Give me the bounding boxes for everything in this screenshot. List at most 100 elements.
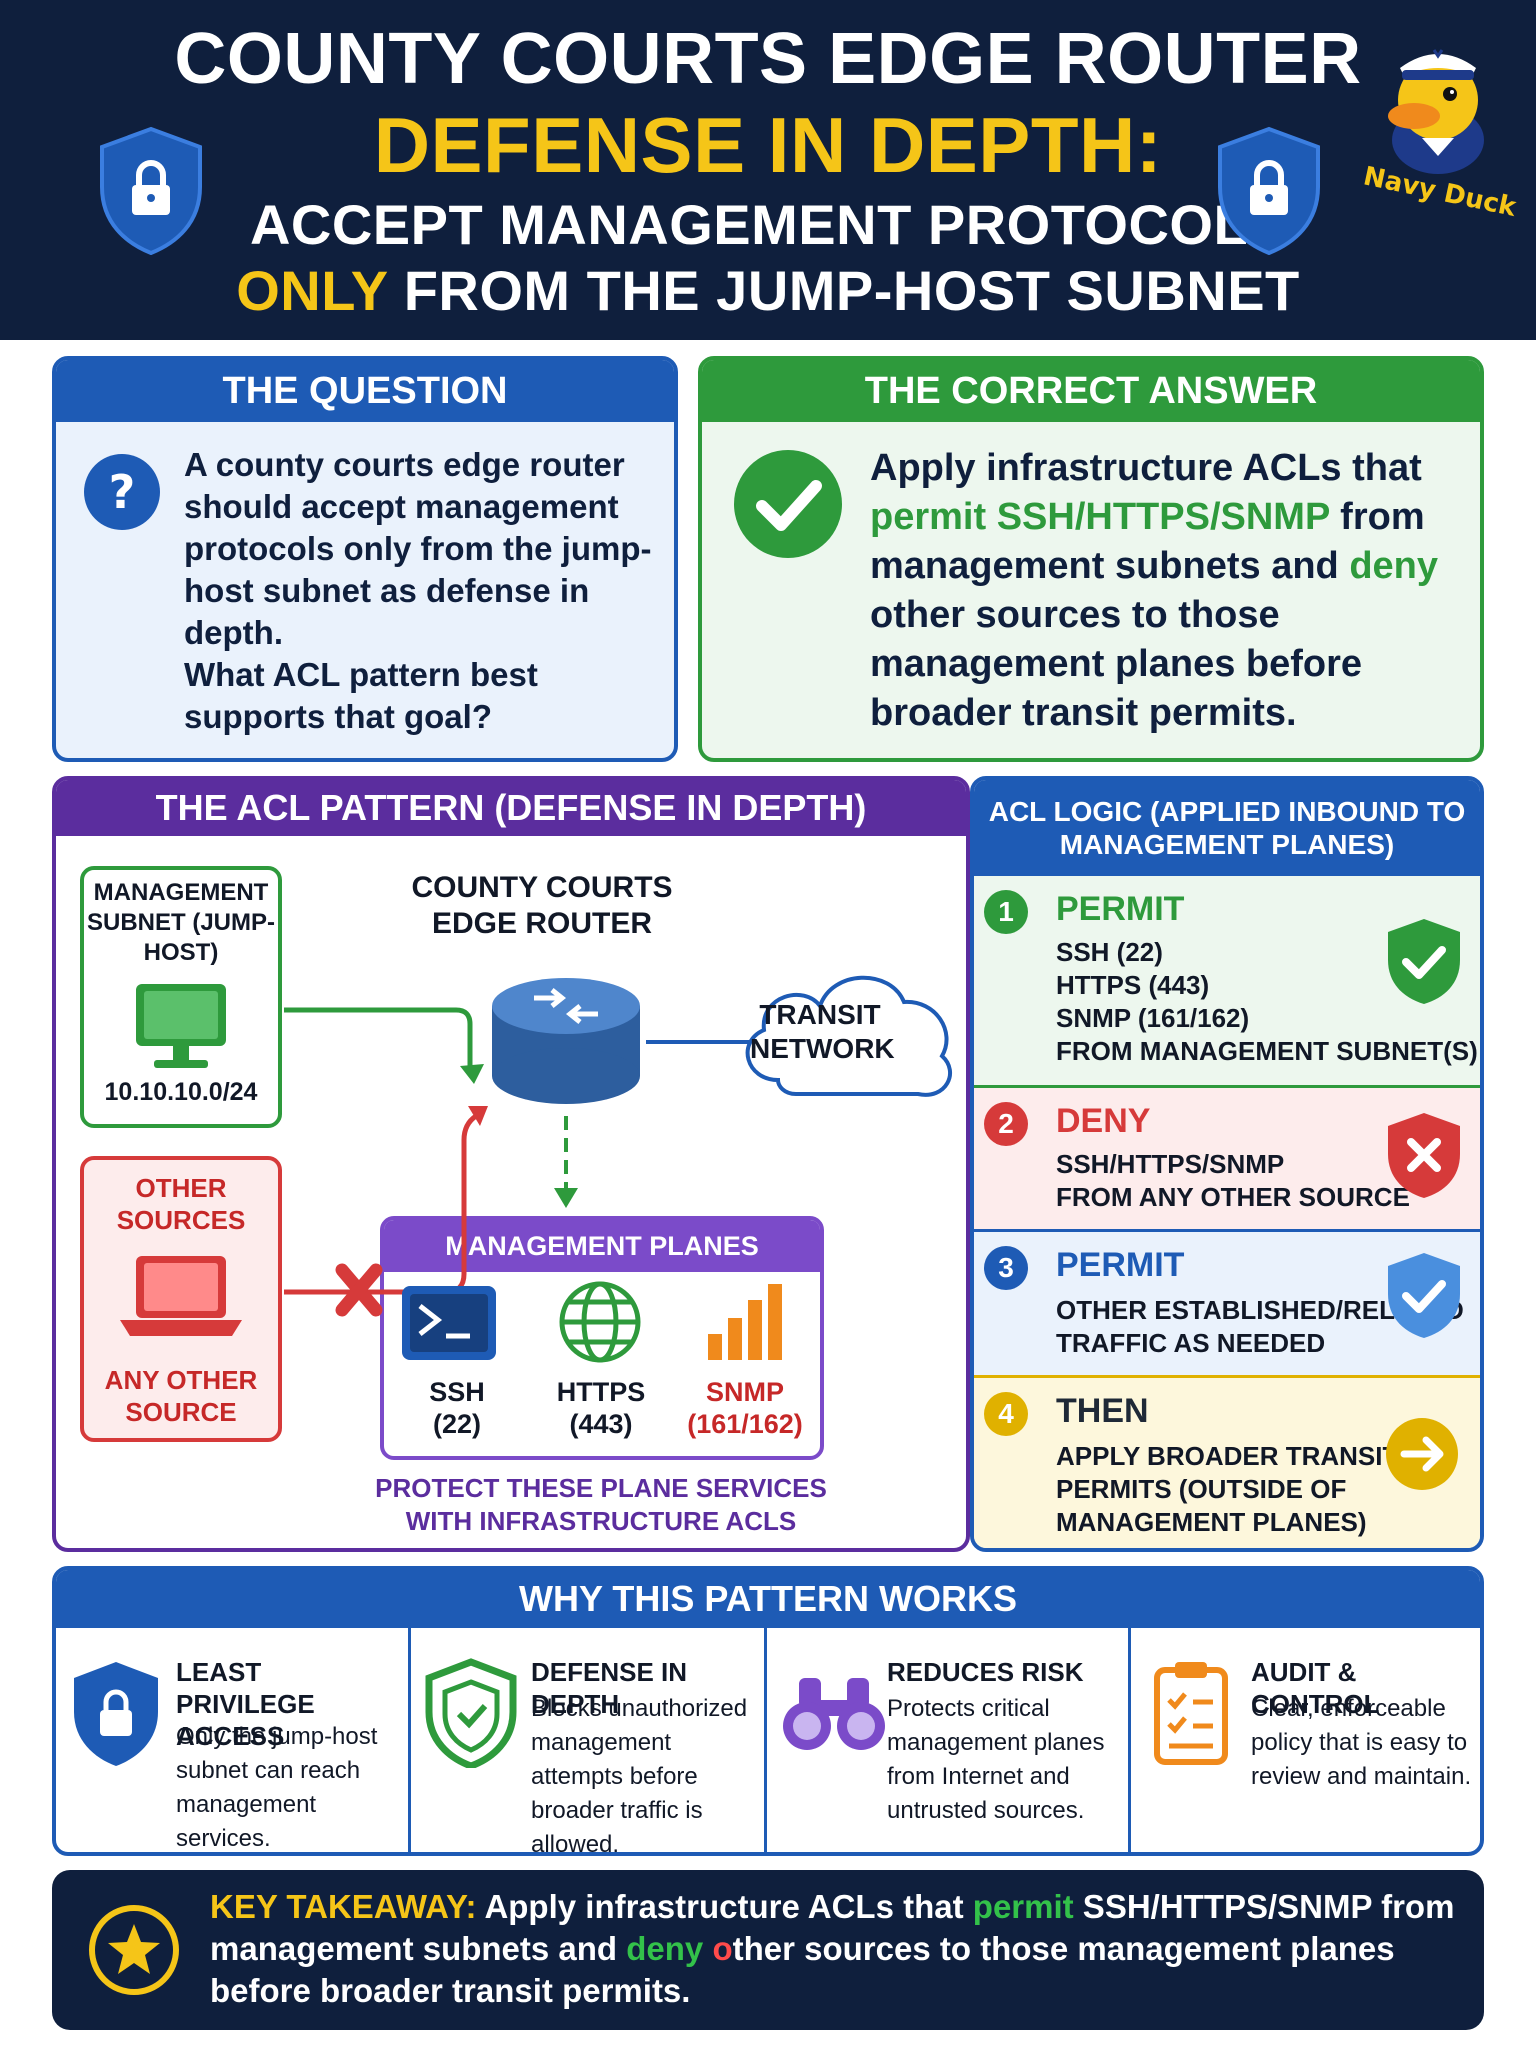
management-planes-box: MANAGEMENT PLANES: [380, 1216, 824, 1460]
x-shield-icon: [1388, 1113, 1460, 1198]
star-icon: [89, 1905, 179, 1995]
clipboard-checklist-icon: [1154, 1662, 1228, 1765]
snmp-name: SNMP: [705, 1377, 784, 1407]
https-name: HTTPS: [556, 1377, 646, 1407]
why-item-least-privilege: LEAST PRIVILEGE ACCESS Only the jump-hos…: [56, 1628, 408, 1852]
takeaway-deny: deny: [626, 1930, 704, 1967]
answer-text: Apply infrastructure ACLs that permit SS…: [870, 444, 1466, 738]
key-takeaway-label: KEY TAKEAWAY:: [210, 1888, 477, 1925]
rule-line: PERMITS (OUTSIDE OF: [1056, 1474, 1347, 1504]
management-subnet-label: MANAGEMENT SUBNET (JUMP-HOST): [86, 879, 275, 966]
router-icon: [492, 978, 640, 1104]
acl-rule-1: 1 PERMIT SSH (22) HTTPS (443) SNMP (161/…: [974, 876, 1480, 1088]
ssh-plane-label: SSH (22): [392, 1376, 522, 1440]
transit-network-label: TRANSIT NETWORK: [750, 999, 895, 1064]
checkmark-icon: [734, 450, 842, 558]
takeaway-part: SSH/HTTPS/SNMP from management subnets a…: [210, 1888, 1455, 1967]
question-body: A county courts edge router should accep…: [184, 446, 652, 651]
other-sources-label: OTHER SOURCES: [116, 1173, 246, 1235]
signal-bars-icon: [708, 1284, 782, 1360]
why-item-title: REDUCES RISK: [887, 1657, 1084, 1687]
rule-action: DENY: [1056, 1102, 1151, 1140]
network-diagram: MANAGEMENT PLANES: [56, 780, 966, 1548]
cloud-icon: [745, 975, 953, 1097]
answer-permit-highlight: permit SSH/HTTPS/SNMP: [870, 496, 1330, 538]
why-item-body: Only the jump-host subnet can reach mana…: [176, 1723, 378, 1852]
acl-pattern-panel: THE ACL PATTERN (DEFENSE IN DEPTH) MANAG…: [52, 776, 970, 1552]
why-item-body: Protects critical management planes from…: [887, 1695, 1105, 1824]
ssh-port: (22): [432, 1409, 481, 1439]
ssh-name: SSH: [429, 1377, 485, 1407]
lock-shield-icon: [100, 126, 202, 255]
rule-line: TRAFFIC AS NEEDED: [1056, 1328, 1326, 1358]
router-label: COUNTY COURTS EDGE ROUTER: [411, 871, 673, 940]
acl-logic-panel: ACL LOGIC (APPLIED INBOUND TO MANAGEMENT…: [970, 776, 1484, 1552]
terminal-icon: [402, 1286, 496, 1360]
rule-number: 2: [984, 1102, 1028, 1146]
title-line-2: DEFENSE IN DEPTH:: [373, 101, 1163, 189]
diagram-graphics: [120, 975, 953, 1363]
snmp-port: (161/162): [687, 1409, 803, 1439]
acl-rule-2: 2 DENY SSH/HTTPS/SNMP FROM ANY OTHER SOU…: [974, 1088, 1480, 1232]
answer-deny-highlight: deny: [1349, 545, 1439, 587]
rule-details: APPLY BROADER TRANSIT PERMITS (OUTSIDE O…: [1056, 1440, 1398, 1539]
why-item-title: LEAST PRIVILEGE ACCESS: [176, 1657, 315, 1751]
why-panel: WHY THIS PATTERN WORKS LEAST PRIVILEGE A…: [52, 1566, 1484, 1856]
header-banner: COUNTY COURTS EDGE ROUTER DEFENSE IN DEP…: [0, 0, 1536, 340]
title-only-highlight: ONLY: [236, 259, 388, 322]
rule-line: MANAGEMENT PLANES): [1056, 1507, 1367, 1537]
snmp-plane-label: SNMP (161/162): [680, 1376, 810, 1440]
title-line-4: ONLY FROM THE JUMP-HOST SUBNET: [0, 258, 1536, 323]
question-panel: THE QUESTION ? A county courts edge rout…: [52, 356, 678, 762]
permit-arrow: [284, 1007, 473, 1074]
management-planes-title: MANAGEMENT PLANES: [384, 1220, 820, 1272]
why-item-title: AUDIT & CONTROL: [1251, 1657, 1380, 1719]
laptop-icon: [120, 1256, 242, 1336]
question-prompt: What ACL pattern best supports that goal…: [184, 656, 538, 735]
question-text: A county courts edge router should accep…: [184, 444, 654, 738]
takeaway-permit: permit: [972, 1888, 1074, 1925]
rule-action: THEN: [1056, 1392, 1149, 1430]
protect-note: PROTECT THESE PLANE SERVICES WITH INFRAS…: [375, 1473, 827, 1536]
check-shield-icon: [1388, 919, 1460, 1004]
blocked-x-icon: [335, 1263, 383, 1317]
rule-number: 4: [984, 1392, 1028, 1436]
rule-details: SSH/HTTPS/SNMP FROM ANY OTHER SOURCE: [1056, 1148, 1410, 1214]
title-line-1: COUNTY COURTS EDGE ROUTER: [174, 19, 1362, 99]
arrow-right-icon: [1386, 1418, 1458, 1490]
question-title: THE QUESTION: [56, 360, 674, 422]
lock-shield-icon: [1218, 126, 1320, 255]
check-shield-icon: [1388, 1253, 1460, 1338]
acl-rule-4: 4 THEN APPLY BROADER TRANSIT PERMITS (OU…: [974, 1378, 1480, 1548]
rule-line: HTTPS (443): [1056, 970, 1210, 1000]
binoculars-icon: [783, 1678, 885, 1750]
any-other-source-label: ANY OTHER SOURCE: [104, 1365, 258, 1427]
why-item-audit-control: AUDIT & CONTROL Clear, enforceable polic…: [1128, 1628, 1480, 1852]
why-item-body: Clear, enforceable policy that is easy t…: [1251, 1695, 1472, 1790]
rule-line: FROM MANAGEMENT SUBNET(S): [1056, 1036, 1478, 1066]
rule-number: 3: [984, 1246, 1028, 1290]
title-line-4-rest: FROM THE JUMP-HOST SUBNET: [387, 259, 1300, 322]
why-item-defense-in-depth: DEFENSE IN DEPTH Blocks unauthorized man…: [408, 1628, 764, 1852]
rule-line: SNMP (161/162): [1056, 1003, 1250, 1033]
why-title: WHY THIS PATTERN WORKS: [56, 1570, 1480, 1628]
answer-part-5: other sources to those management planes…: [870, 594, 1363, 734]
rule-line: SSH/HTTPS/SNMP: [1056, 1149, 1285, 1179]
takeaway-part: ther sources to those management planes …: [210, 1930, 1395, 2009]
answer-title: THE CORRECT ANSWER: [702, 360, 1480, 422]
rule-action: PERMIT: [1056, 890, 1185, 928]
rule-line: APPLY BROADER TRANSIT: [1056, 1441, 1399, 1471]
https-port: (443): [569, 1409, 633, 1439]
rule-details: SSH (22) HTTPS (443) SNMP (161/162) FROM…: [1056, 936, 1478, 1068]
https-plane-label: HTTPS (443): [536, 1376, 666, 1440]
management-subnet-ip: 10.10.10.0/24: [104, 1078, 258, 1106]
acl-rule-3: 3 PERMIT OTHER ESTABLISHED/RELATED TRAFF…: [974, 1232, 1480, 1378]
why-item-reduces-risk: REDUCES RISK Protects critical managemen…: [764, 1628, 1128, 1852]
navy-duck-logo: Navy Duck: [1361, 49, 1519, 220]
rule-line: FROM ANY OTHER SOURCE: [1056, 1182, 1410, 1212]
key-takeaway-text: KEY TAKEAWAY: Apply infrastructure ACLs …: [210, 1886, 1460, 2012]
globe-icon: [559, 1281, 641, 1363]
acl-pattern-title: THE ACL PATTERN (DEFENSE IN DEPTH): [56, 780, 966, 836]
takeaway-o: o: [703, 1930, 733, 1967]
question-mark-icon: ?: [84, 454, 160, 530]
